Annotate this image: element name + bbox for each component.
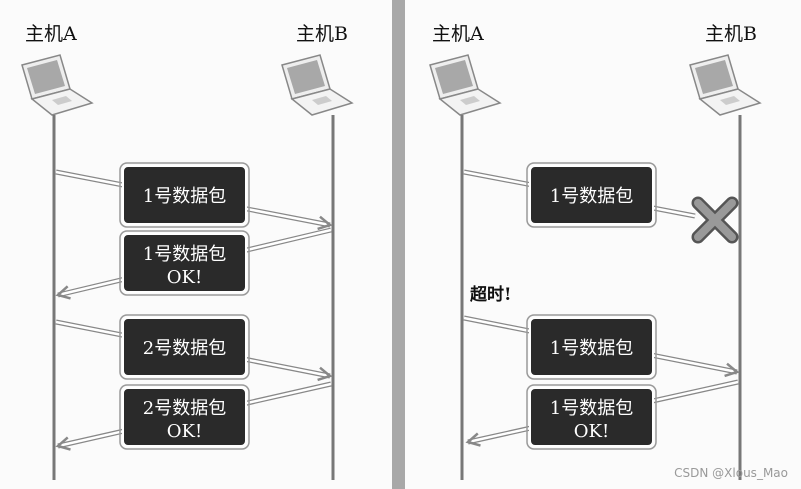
right-packet-1-resend: 1号数据包 xyxy=(526,314,657,380)
svg-text:OK!: OK! xyxy=(574,421,609,442)
right-host-b-label: 主机B xyxy=(705,23,757,45)
svg-text:1号数据包: 1号数据包 xyxy=(143,186,226,207)
left-packet-2: 2号数据包 xyxy=(119,314,250,380)
timeout-label: 超时! xyxy=(470,284,511,305)
host-a-label: 主机A xyxy=(25,23,77,45)
right-laptop-a-icon xyxy=(429,54,501,116)
right-ack-1: 1号数据包 OK! xyxy=(526,384,657,450)
svg-text:1号数据包: 1号数据包 xyxy=(550,186,633,207)
svg-text:OK!: OK! xyxy=(167,421,202,442)
right-host-a-label: 主机A xyxy=(432,23,484,45)
left-ack-1: 1号数据包 OK! xyxy=(119,230,250,296)
right-laptop-b-icon xyxy=(689,54,761,116)
panel-divider xyxy=(392,0,405,489)
left-packet-1: 1号数据包 xyxy=(119,162,250,228)
left-ack-2: 2号数据包 OK! xyxy=(119,384,250,450)
svg-text:OK!: OK! xyxy=(167,267,202,288)
svg-text:1号数据包: 1号数据包 xyxy=(550,398,633,419)
svg-text:1号数据包: 1号数据包 xyxy=(550,338,633,359)
host-b-label: 主机B xyxy=(296,23,348,45)
packet-lost-x-icon xyxy=(691,196,739,244)
laptop-b-icon xyxy=(281,54,353,116)
svg-text:1号数据包: 1号数据包 xyxy=(143,244,226,265)
svg-text:2号数据包: 2号数据包 xyxy=(143,398,226,419)
svg-text:2号数据包: 2号数据包 xyxy=(143,338,226,359)
watermark: CSDN @Xlous_Mao xyxy=(674,466,788,480)
right-packet-1-lost: 1号数据包 xyxy=(526,162,657,228)
laptop-a-icon xyxy=(21,54,93,116)
